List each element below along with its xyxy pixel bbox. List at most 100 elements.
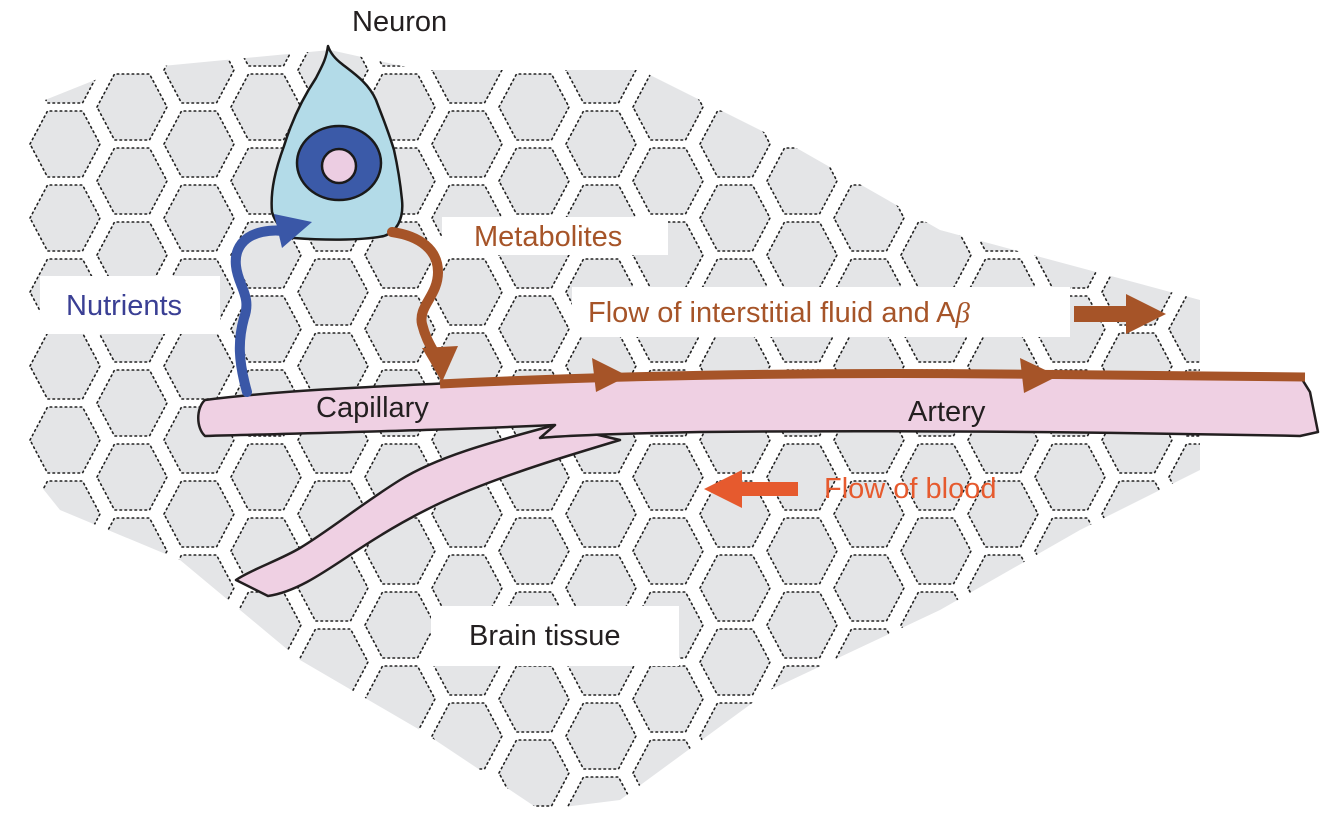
tissue-cell — [96, 50, 168, 67]
tissue-cell — [699, 628, 771, 696]
capillary-branch — [234, 423, 622, 598]
tissue-cell — [900, 73, 972, 141]
tissue-cell — [700, 0, 770, 29]
tissue-cell — [632, 665, 704, 733]
tissue-cell — [1034, 739, 1106, 807]
tissue-cell — [1236, 777, 1306, 824]
tissue-cell — [833, 480, 905, 548]
tissue-cell — [431, 776, 503, 810]
tissue-cell — [632, 50, 704, 67]
tissue-cell — [699, 702, 771, 770]
tissue-cell — [766, 739, 838, 807]
tissue-cell — [231, 814, 301, 824]
tissue-cell — [163, 50, 235, 104]
tissue-cell — [767, 814, 837, 824]
tissue-cell — [766, 221, 838, 289]
tissue-cell — [1034, 591, 1106, 659]
tissue-cell — [96, 147, 168, 215]
tissue-cell — [96, 443, 168, 511]
tissue-cell — [1034, 443, 1106, 511]
tissue-cell — [230, 591, 302, 659]
tissue-cell — [499, 814, 569, 824]
tissue-cell — [29, 332, 101, 400]
tissue-cell — [1101, 554, 1173, 622]
metabolites-arrowhead-icon — [422, 346, 458, 382]
tissue-cell — [632, 517, 704, 585]
tissue-cell — [1236, 629, 1306, 695]
tissue-cell — [30, 0, 100, 29]
tissue-cell — [1168, 443, 1200, 511]
tissue-cell — [1236, 703, 1306, 769]
tissue-cell — [498, 517, 570, 585]
tissue-cell — [632, 443, 704, 511]
tissue-cell — [900, 443, 972, 511]
tissue-cell — [498, 50, 570, 67]
tissue-cell — [163, 110, 235, 178]
tissue-cell — [565, 702, 637, 770]
tissue-cell — [297, 702, 369, 770]
tissue-cell — [1236, 185, 1306, 251]
tissue-cell — [900, 739, 972, 807]
tissue-cell — [1236, 111, 1306, 177]
tissue-cell — [163, 332, 235, 400]
tissue-cell — [29, 110, 101, 178]
tissue-cell — [833, 702, 905, 770]
nutrients-arrowhead-icon — [274, 214, 312, 248]
tissue-cell — [1034, 665, 1106, 733]
tissue-cell — [833, 554, 905, 622]
isf-flow-line — [439, 368, 1306, 389]
tissue-cell — [833, 628, 905, 696]
blood-flow-label: Flow of blood — [824, 473, 997, 505]
tissue-cell — [699, 554, 771, 622]
tissue-cell — [699, 50, 771, 104]
tissue-cell — [1101, 184, 1173, 252]
tissue-cell — [29, 50, 101, 104]
tissue-cell — [1168, 73, 1200, 141]
tissue-cell — [1034, 517, 1106, 585]
neuron-label: Neuron — [352, 6, 448, 38]
tissue-cell — [1101, 50, 1173, 104]
nutrients-label: Nutrients — [40, 276, 220, 334]
tissue-cell — [766, 591, 838, 659]
neuron-nucleolus — [320, 147, 358, 185]
tissue-cell — [431, 110, 503, 178]
tissue-cell — [29, 480, 101, 548]
tissue-cell — [833, 776, 905, 810]
tissue-cell — [968, 0, 1038, 29]
tissue-cell — [96, 665, 168, 733]
tissue-cell — [967, 554, 1039, 622]
tissue-cell — [297, 258, 369, 326]
tissue-cell — [1101, 702, 1173, 770]
tissue-cell — [565, 110, 637, 178]
tissue-cell — [29, 628, 101, 696]
tissue-cell — [431, 702, 503, 770]
tissue-cell — [1236, 37, 1306, 103]
tissue-cell — [498, 665, 570, 733]
tissue-cell — [1035, 814, 1105, 824]
tissue-cell — [1101, 776, 1173, 810]
tissue-cell — [1236, 555, 1306, 621]
tissue-cell — [96, 739, 168, 807]
tissue-cell — [297, 776, 369, 810]
tissue-cell — [565, 776, 637, 810]
tissue-cell — [900, 221, 972, 289]
tissue-cell — [632, 739, 704, 807]
tissue-cell — [1034, 73, 1106, 141]
tissue-cell — [96, 517, 168, 585]
tissue-cell — [565, 480, 637, 548]
tissue-cell — [1168, 295, 1200, 363]
tissue-cell — [699, 110, 771, 178]
tissue-cell — [1168, 665, 1200, 733]
tissue-cell — [632, 73, 704, 141]
tissue-cell — [766, 73, 838, 141]
tissue-cell — [29, 184, 101, 252]
tissue-cell — [96, 369, 168, 437]
tissue-cell — [900, 517, 972, 585]
tissue-cell — [230, 50, 302, 67]
tissue-cell — [498, 739, 570, 807]
tissue-cell — [163, 554, 235, 622]
tissue-cell — [967, 702, 1039, 770]
tissue-cell — [833, 50, 905, 104]
tissue-cell — [364, 665, 436, 733]
brain-tissue-label: Brain tissue — [431, 606, 679, 666]
